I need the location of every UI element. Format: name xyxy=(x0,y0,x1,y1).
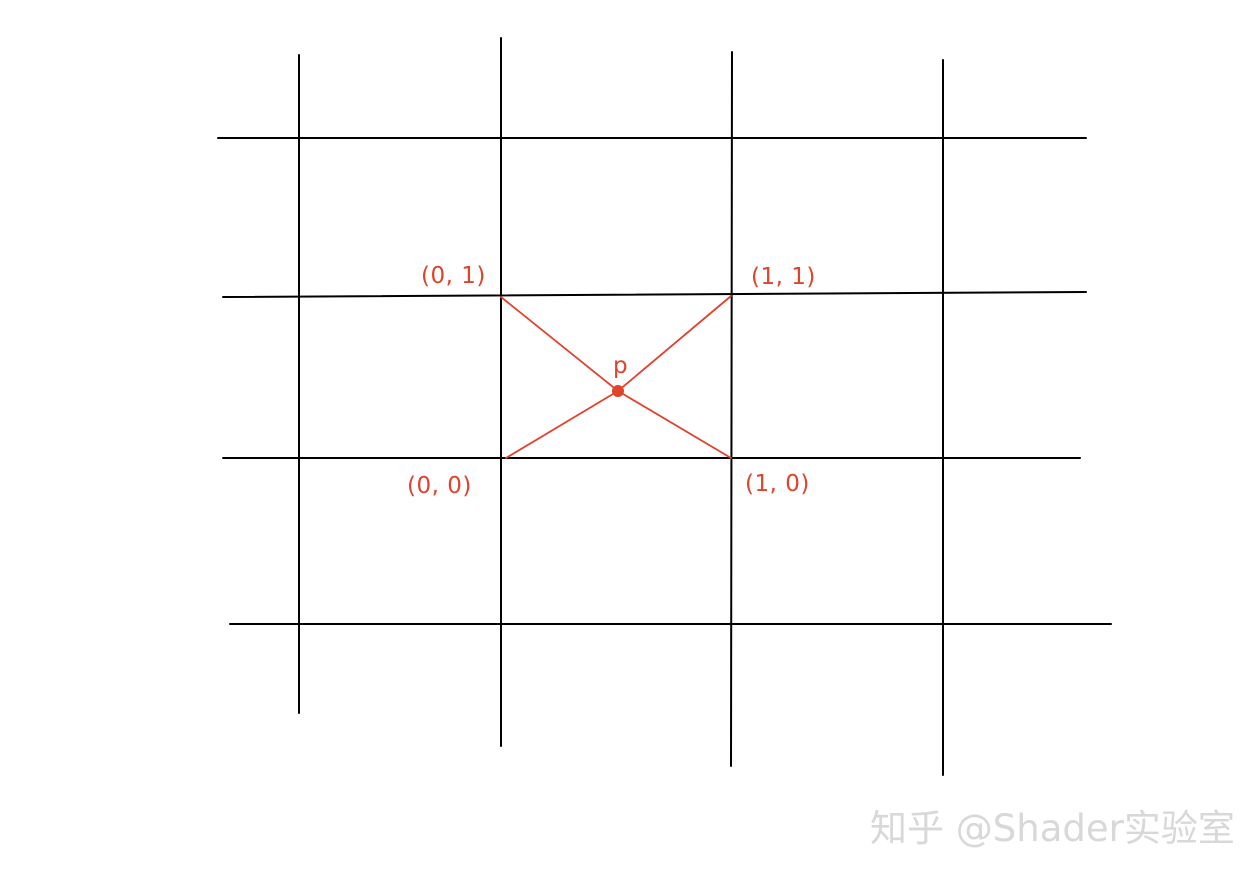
grid-horizontal-line-2 xyxy=(222,291,1087,298)
line-corner-10-to-p xyxy=(617,390,732,459)
line-corner-01-to-p xyxy=(500,296,619,392)
corner-label-1-0: (1, 0) xyxy=(745,471,810,497)
grid-vertical-line-3 xyxy=(730,51,733,767)
watermark: 知乎 @Shader实验室 xyxy=(870,807,1235,850)
point-p-marker xyxy=(612,385,624,397)
corner-label-0-0: (0, 0) xyxy=(407,473,472,499)
point-p-label: p xyxy=(613,353,628,379)
line-corner-00-to-p xyxy=(505,390,619,459)
corner-label-1-1: (1, 1) xyxy=(751,264,816,290)
corner-label-0-1: (0, 1) xyxy=(421,263,486,289)
line-corner-11-to-p xyxy=(617,295,732,392)
